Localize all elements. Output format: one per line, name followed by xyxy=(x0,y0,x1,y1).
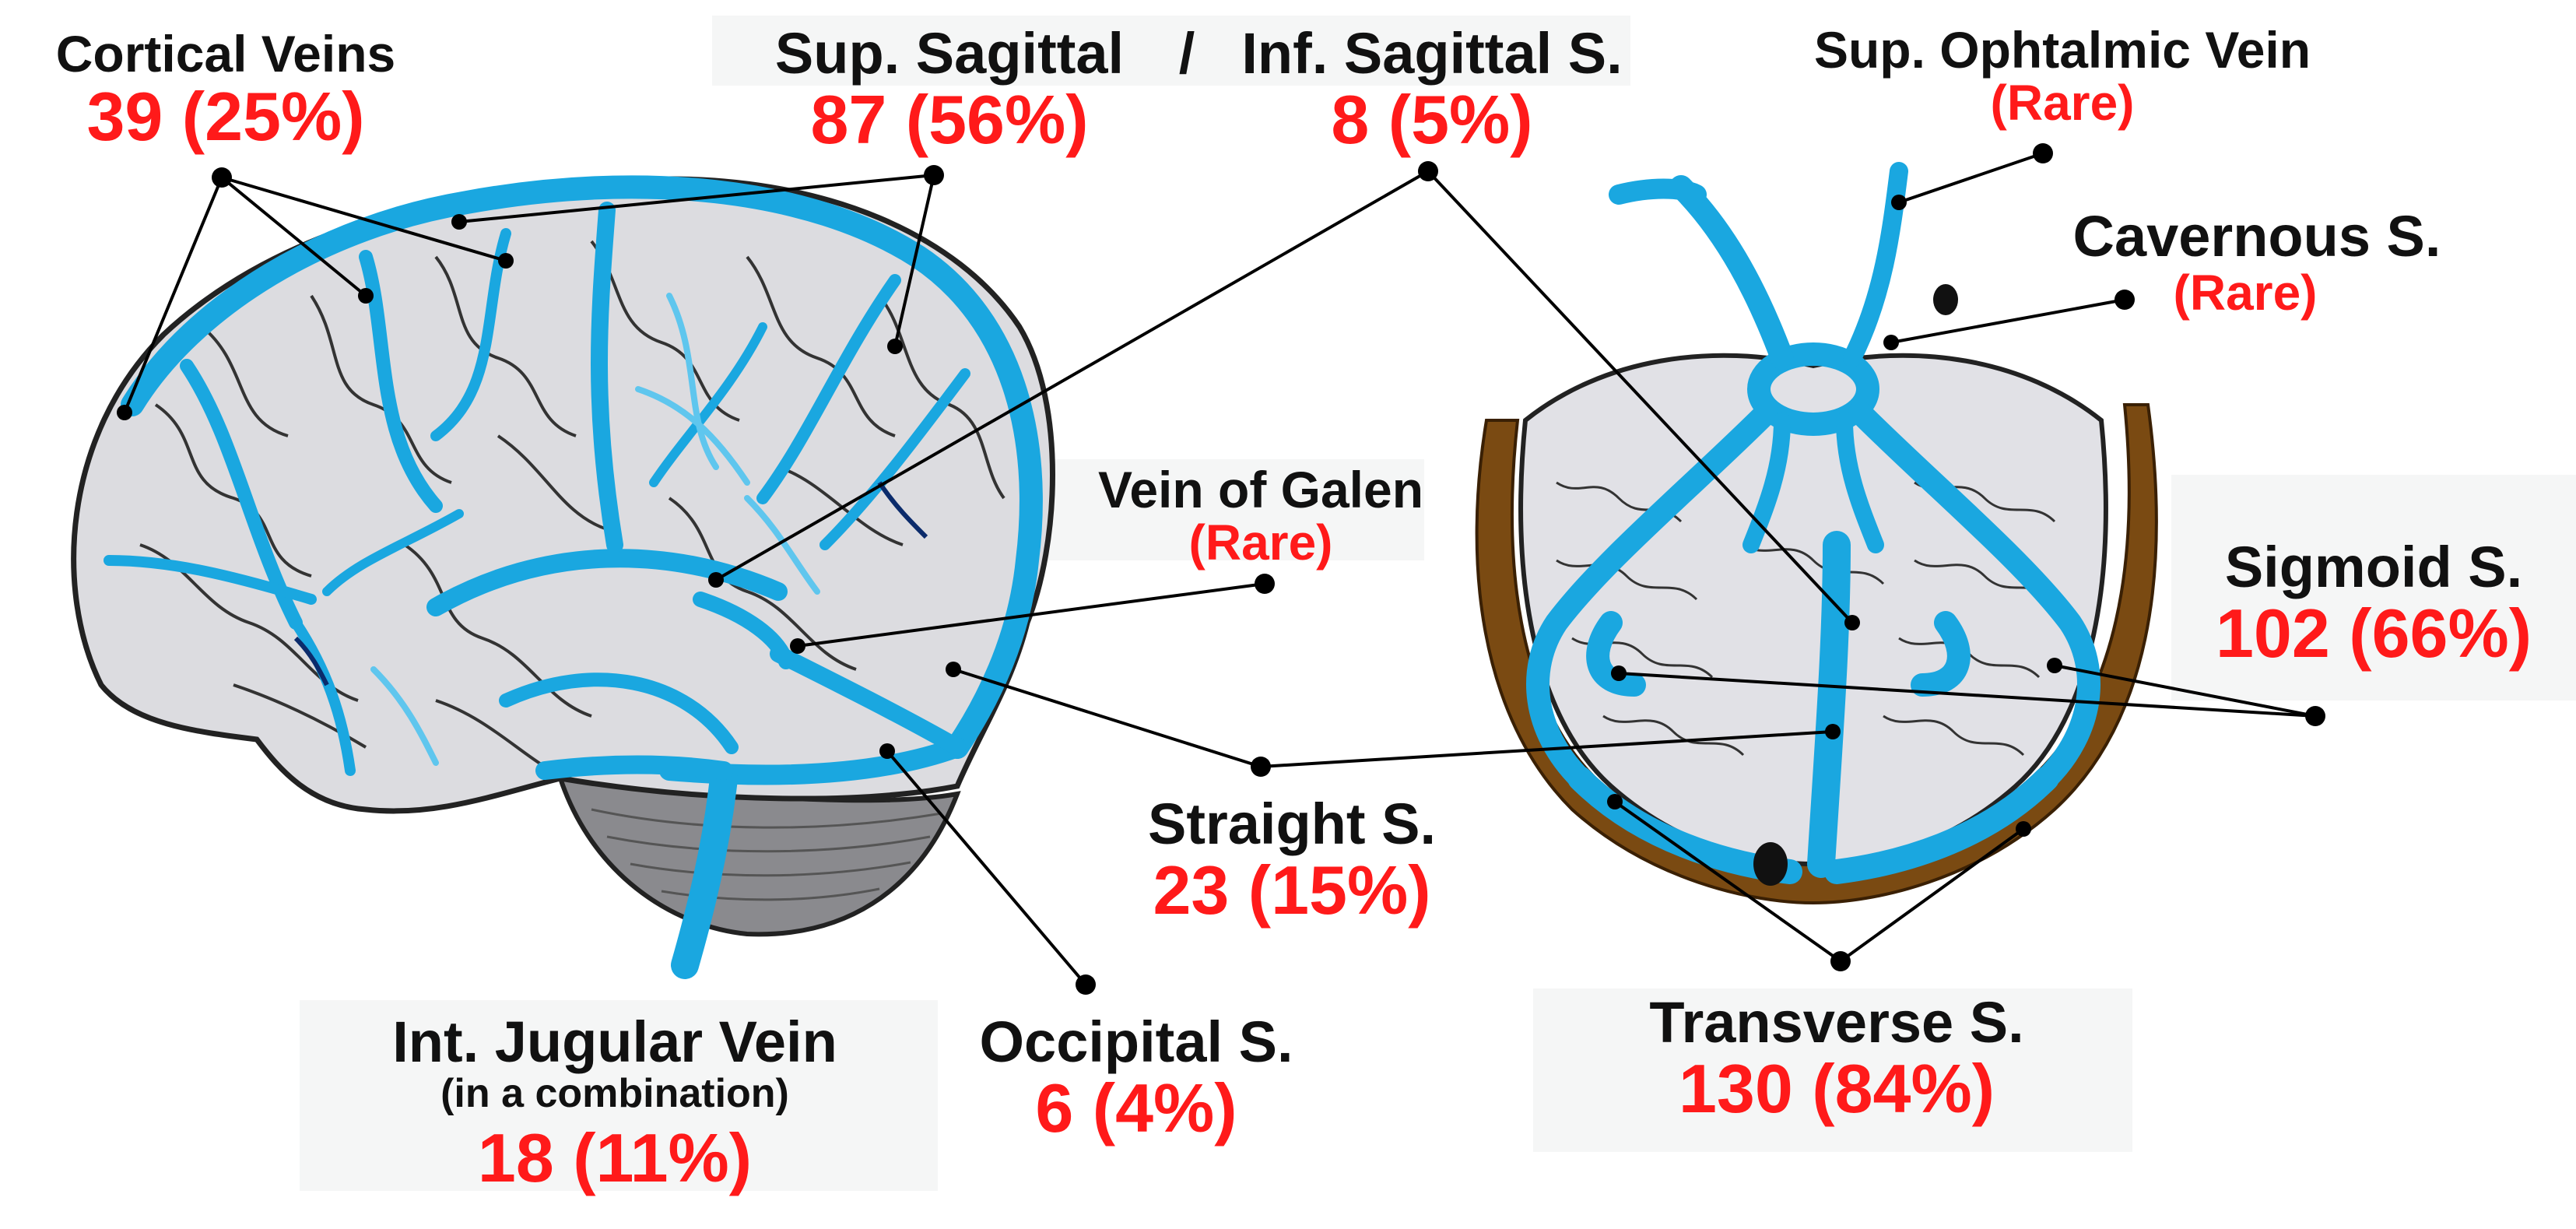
label-value: 102 (66%) xyxy=(2215,594,2532,672)
label-cavernous: Cavernous S. (Rare) xyxy=(2039,206,2475,319)
superior-ophthalmic-vein xyxy=(1669,175,1794,370)
label-value: 130 (84%) xyxy=(1678,1049,1995,1127)
label-name: Transverse S. xyxy=(1649,990,2024,1055)
label-sigmoid: Sigmoid S. 102 (66%) xyxy=(2171,537,2576,669)
label-name: Cortical Veins xyxy=(55,25,396,83)
deep-veins xyxy=(370,293,820,766)
straight-sinus xyxy=(1807,531,1851,878)
label-cortical-veins: Cortical Veins 39 (25%) xyxy=(23,25,428,156)
label-plate xyxy=(1533,988,2132,1152)
sinus-posterior-view xyxy=(1475,162,2158,905)
label-sup-ophtalmic: Sup. Ophtalmic Vein (Rare) xyxy=(1767,23,2358,129)
label-name: Int. Jugular Vein xyxy=(392,1010,837,1074)
straight-sinus-lateral xyxy=(770,645,966,756)
label-name: Sup. Ophtalmic Vein xyxy=(1813,21,2311,79)
divider-slash: / xyxy=(1178,21,1195,86)
cerebellum xyxy=(556,775,961,937)
cavernous-ring xyxy=(1747,342,1879,436)
label-sup-sagittal: Sup. Sagittal 87 (56%) xyxy=(747,23,1152,156)
small-veins xyxy=(293,481,928,686)
label-value: (Rare) xyxy=(1990,75,2135,132)
label-name: Sup. Sagittal xyxy=(774,21,1125,86)
leader-lines xyxy=(123,152,2316,986)
brain-lateral-view xyxy=(71,175,1055,979)
brain-veins xyxy=(104,175,1043,979)
cerebellum-folia xyxy=(591,808,942,901)
superior-sagittal-sinus xyxy=(121,175,1043,759)
sigmoid-left xyxy=(1586,611,1646,697)
label-sub: (in a combination) xyxy=(440,1070,789,1116)
label-plate xyxy=(300,1000,938,1191)
label-inf-sagittal: Inf. Sagittal S. 8 (5%) xyxy=(1214,23,1650,156)
label-value: (Rare) xyxy=(1188,514,1333,571)
label-value: 18 (11%) xyxy=(477,1119,753,1197)
label-value: 6 (4%) xyxy=(1035,1069,1237,1146)
label-name: Occipital S. xyxy=(979,1010,1293,1074)
label-plate xyxy=(988,459,1424,560)
internal-jugular-vein xyxy=(671,764,738,979)
label-name: Vein of Galen xyxy=(1097,461,1424,518)
label-value: 8 (5%) xyxy=(1331,80,1533,158)
label-int-jugular: Int. Jugular Vein (in a combination) 18 … xyxy=(327,1012,903,1195)
leader-dots xyxy=(117,143,2325,995)
label-value: 87 (56%) xyxy=(810,80,1089,158)
label-vein-of-galen: Vein of Galen (Rare) xyxy=(1066,461,1455,571)
label-transverse: Transverse S. 130 (84%) xyxy=(1580,992,2093,1125)
label-name: Straight S. xyxy=(1147,792,1437,856)
label-name: Sigmoid S. xyxy=(2224,535,2523,599)
label-value: (Rare) xyxy=(2173,264,2318,321)
sigmoid-right xyxy=(1911,611,1971,697)
label-plate xyxy=(712,16,1630,86)
label-straight: Straight S. 23 (15%) xyxy=(1090,794,1494,926)
label-value: 39 (25%) xyxy=(86,78,365,156)
label-name: Cavernous S. xyxy=(2072,204,2441,269)
label-name: Inf. Sagittal S. xyxy=(1241,21,1623,86)
vein-of-galen-lateral xyxy=(693,592,794,669)
label-value: 23 (15%) xyxy=(1153,851,1431,929)
label-divider: / xyxy=(1163,23,1210,84)
label-plate xyxy=(2171,475,2576,701)
vessel-end xyxy=(1933,284,1958,315)
label-occipital: Occipital S. 6 (4%) xyxy=(942,1012,1331,1144)
jugular-foramen xyxy=(1753,842,1788,886)
